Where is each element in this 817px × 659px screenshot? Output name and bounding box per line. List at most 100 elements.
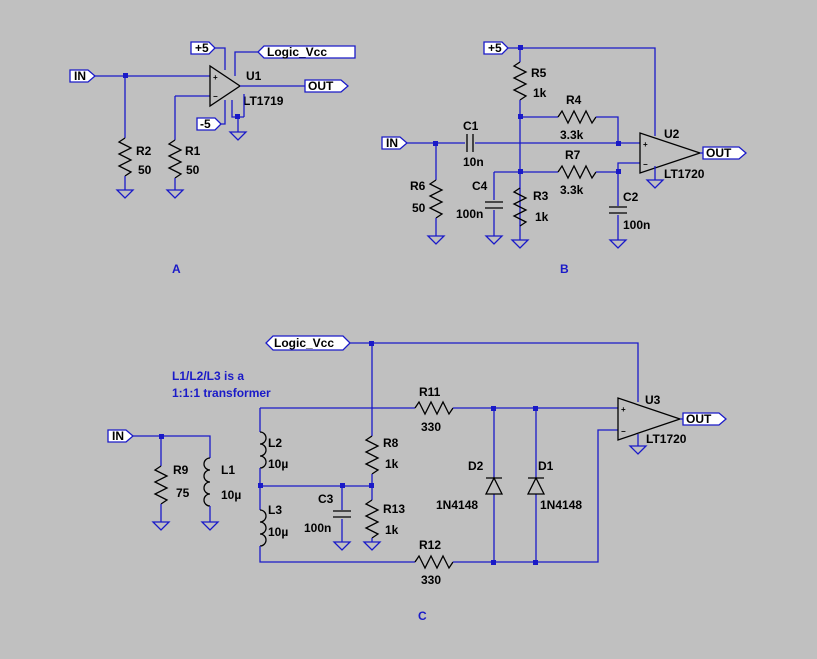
r7-value: 3.3k bbox=[560, 183, 584, 197]
c4-value: 100n bbox=[456, 207, 483, 221]
r8-name: R8 bbox=[383, 436, 399, 450]
u1-part: LT1719 bbox=[243, 94, 284, 108]
out-port-c bbox=[682, 412, 727, 426]
c2-name: C2 bbox=[623, 190, 639, 204]
logic-vcc-port-a bbox=[257, 45, 356, 59]
u2-name: U2 bbox=[664, 127, 680, 141]
c2-value: 100n bbox=[623, 218, 650, 232]
r13-name: R13 bbox=[383, 502, 405, 516]
circuit-c: Logic_Vcc L1/L2/L3 is a 1:1:1 transforme… bbox=[107, 335, 727, 623]
l2-value: 10µ bbox=[268, 457, 288, 471]
resistor-r7 bbox=[557, 164, 597, 180]
l2-name: L2 bbox=[268, 436, 282, 450]
r2-value: 50 bbox=[138, 163, 152, 177]
d2-name: D2 bbox=[468, 459, 484, 473]
r5-name: R5 bbox=[531, 66, 547, 80]
c1-name: C1 bbox=[463, 119, 479, 133]
r5-value: 1k bbox=[533, 86, 547, 100]
c1-value: 10n bbox=[463, 155, 484, 169]
resistor-r5 bbox=[512, 61, 528, 101]
plus5-port-a bbox=[190, 41, 216, 55]
svg-text:+: + bbox=[621, 405, 626, 414]
circuit-c-label: C bbox=[418, 609, 427, 623]
circuit-a-label: A bbox=[172, 262, 181, 276]
capacitor-c2 bbox=[609, 206, 627, 214]
out-label-c: OUT bbox=[686, 412, 712, 426]
svg-text:+: + bbox=[643, 140, 648, 149]
comparator-u1 bbox=[209, 64, 242, 108]
r3-name: R3 bbox=[533, 189, 549, 203]
plus5-label-a: +5 bbox=[195, 41, 209, 55]
resistor-r6 bbox=[428, 179, 444, 219]
l1-name: L1 bbox=[221, 463, 235, 477]
r1-value: 50 bbox=[186, 163, 200, 177]
out-label-b: OUT bbox=[706, 146, 732, 160]
r4-value: 3.3k bbox=[560, 128, 584, 142]
u1-name: U1 bbox=[246, 69, 262, 83]
resistor-r2 bbox=[117, 137, 133, 177]
resistor-r12 bbox=[414, 554, 454, 570]
r3-value: 1k bbox=[535, 210, 549, 224]
r12-name: R12 bbox=[419, 538, 441, 552]
resistor-r8 bbox=[364, 435, 380, 475]
circuit-b: +5 R5 1k R4 3.3k IN C1 10n R6 50 bbox=[381, 41, 747, 276]
r4-name: R4 bbox=[566, 93, 582, 107]
d2-value: 1N4148 bbox=[436, 498, 478, 512]
resistor-r9 bbox=[153, 465, 169, 505]
plus5-port-b bbox=[483, 41, 509, 55]
out-port-a bbox=[304, 79, 349, 93]
out-label-a: OUT bbox=[308, 79, 334, 93]
capacitor-c1 bbox=[466, 134, 474, 152]
r2-name: R2 bbox=[136, 144, 152, 158]
in-label-a: IN bbox=[74, 69, 86, 83]
svg-text:+: + bbox=[213, 73, 218, 82]
in-label-b: IN bbox=[386, 136, 398, 150]
l3-value: 10µ bbox=[268, 525, 288, 539]
r9-value: 75 bbox=[176, 486, 190, 500]
circuit-a: IN R2 50 R1 50 + − U1 LT1719 +5 -5 Logic… bbox=[69, 41, 356, 276]
diode-d2 bbox=[484, 476, 504, 495]
minus5-port-a bbox=[196, 117, 222, 131]
minus5-label-a: -5 bbox=[200, 117, 211, 131]
r1-name: R1 bbox=[185, 144, 201, 158]
in-port-b bbox=[381, 136, 408, 150]
l3-name: L3 bbox=[268, 503, 282, 517]
circuit-b-label: B bbox=[560, 262, 569, 276]
note-line-1: L1/L2/L3 is a bbox=[172, 369, 244, 383]
inductor-l2 bbox=[259, 431, 267, 469]
in-port-c bbox=[107, 429, 134, 443]
logic-vcc-label-c: Logic_Vcc bbox=[274, 336, 334, 350]
resistor-r4 bbox=[557, 109, 597, 125]
r11-name: R11 bbox=[419, 385, 441, 399]
capacitor-c4 bbox=[485, 201, 503, 209]
in-label-c: IN bbox=[112, 429, 124, 443]
comparator-u3 bbox=[617, 397, 683, 441]
resistor-r1 bbox=[167, 139, 183, 179]
c3-value: 100n bbox=[304, 521, 331, 535]
diode-d1 bbox=[526, 476, 546, 495]
svg-text:−: − bbox=[643, 160, 648, 169]
logic-vcc-label-a: Logic_Vcc bbox=[267, 45, 327, 59]
d1-name: D1 bbox=[538, 459, 554, 473]
resistor-r3 bbox=[512, 187, 528, 227]
r6-value: 50 bbox=[412, 201, 426, 215]
comparator-u2 bbox=[639, 132, 703, 174]
r11-value: 330 bbox=[421, 420, 441, 434]
l1-value: 10µ bbox=[221, 488, 241, 502]
plus5-label-b: +5 bbox=[488, 41, 502, 55]
r6-name: R6 bbox=[410, 179, 426, 193]
r13-value: 1k bbox=[385, 523, 399, 537]
svg-text:−: − bbox=[621, 427, 626, 436]
c3-name: C3 bbox=[318, 492, 334, 506]
r8-value: 1k bbox=[385, 457, 399, 471]
u3-part: LT1720 bbox=[646, 432, 687, 446]
in-port-a bbox=[69, 69, 96, 83]
out-port-b bbox=[702, 146, 747, 160]
resistor-r13 bbox=[364, 499, 380, 539]
c4-name: C4 bbox=[472, 179, 488, 193]
u2-part: LT1720 bbox=[664, 167, 705, 181]
r7-name: R7 bbox=[565, 148, 581, 162]
r9-name: R9 bbox=[173, 463, 189, 477]
